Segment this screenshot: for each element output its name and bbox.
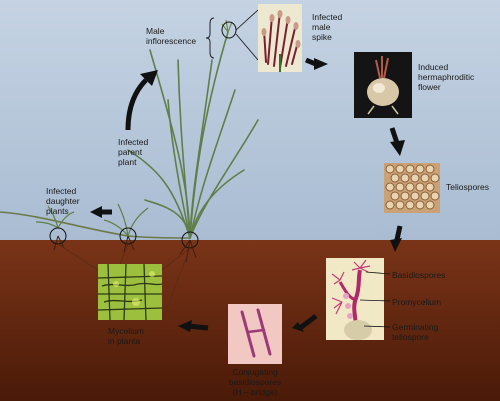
label-promycelium: Promycelium: [392, 297, 442, 307]
teliospores-image: [384, 163, 440, 213]
label-basidiospores: Basidiospores: [392, 270, 446, 280]
label-infected-parent-plant: Infected parent plant: [118, 137, 149, 167]
spike-connector-2: [235, 33, 259, 61]
label-induced-hermaphroditic-flower: Induced hermaphroditic flower: [418, 62, 475, 92]
basidiospores-image: [326, 258, 384, 340]
conjugating-basidiospores-image: [228, 304, 282, 364]
arrow-basidio-to-conjugating: [292, 322, 304, 332]
label-infected-daughter-plants: Infected daughter plants: [46, 186, 80, 216]
daughter-root-circle-2: [119, 227, 137, 245]
label-infected-male-spike: Infected male spike: [312, 12, 343, 42]
stolon: [0, 211, 191, 239]
infected-male-spike-image: [258, 4, 302, 72]
label-male-inflorescence: Male inflorescence: [146, 26, 197, 46]
arrow-conjugating-to-mycelium: [178, 320, 192, 332]
label-mycelium-in-planta: Mycelium in planta: [108, 326, 144, 346]
hermaphroditic-flower-image: [354, 52, 412, 118]
arrow-parent-to-inflorescence: [125, 78, 148, 131]
inflorescence-bracket: [205, 17, 215, 59]
arrow-flower-to-teliospores: [390, 140, 405, 156]
label-germinating-teliospore: Germinating teliospore: [392, 322, 439, 342]
mycelium-in-planta-image: [98, 264, 162, 320]
arrow-parent-to-daughter: [90, 206, 102, 218]
daughter-plants: [35, 203, 149, 237]
parent-plant: [127, 31, 259, 239]
label-teliospores: Teliospores: [446, 182, 489, 192]
spike-connector: [235, 9, 259, 31]
arrow-spike-to-flower: [314, 58, 328, 70]
cycle-arrows: [90, 57, 405, 332]
label-conjugating-basidiospores: Conjugating basidiospores (H – bridge): [228, 367, 282, 397]
roots: [53, 235, 197, 263]
